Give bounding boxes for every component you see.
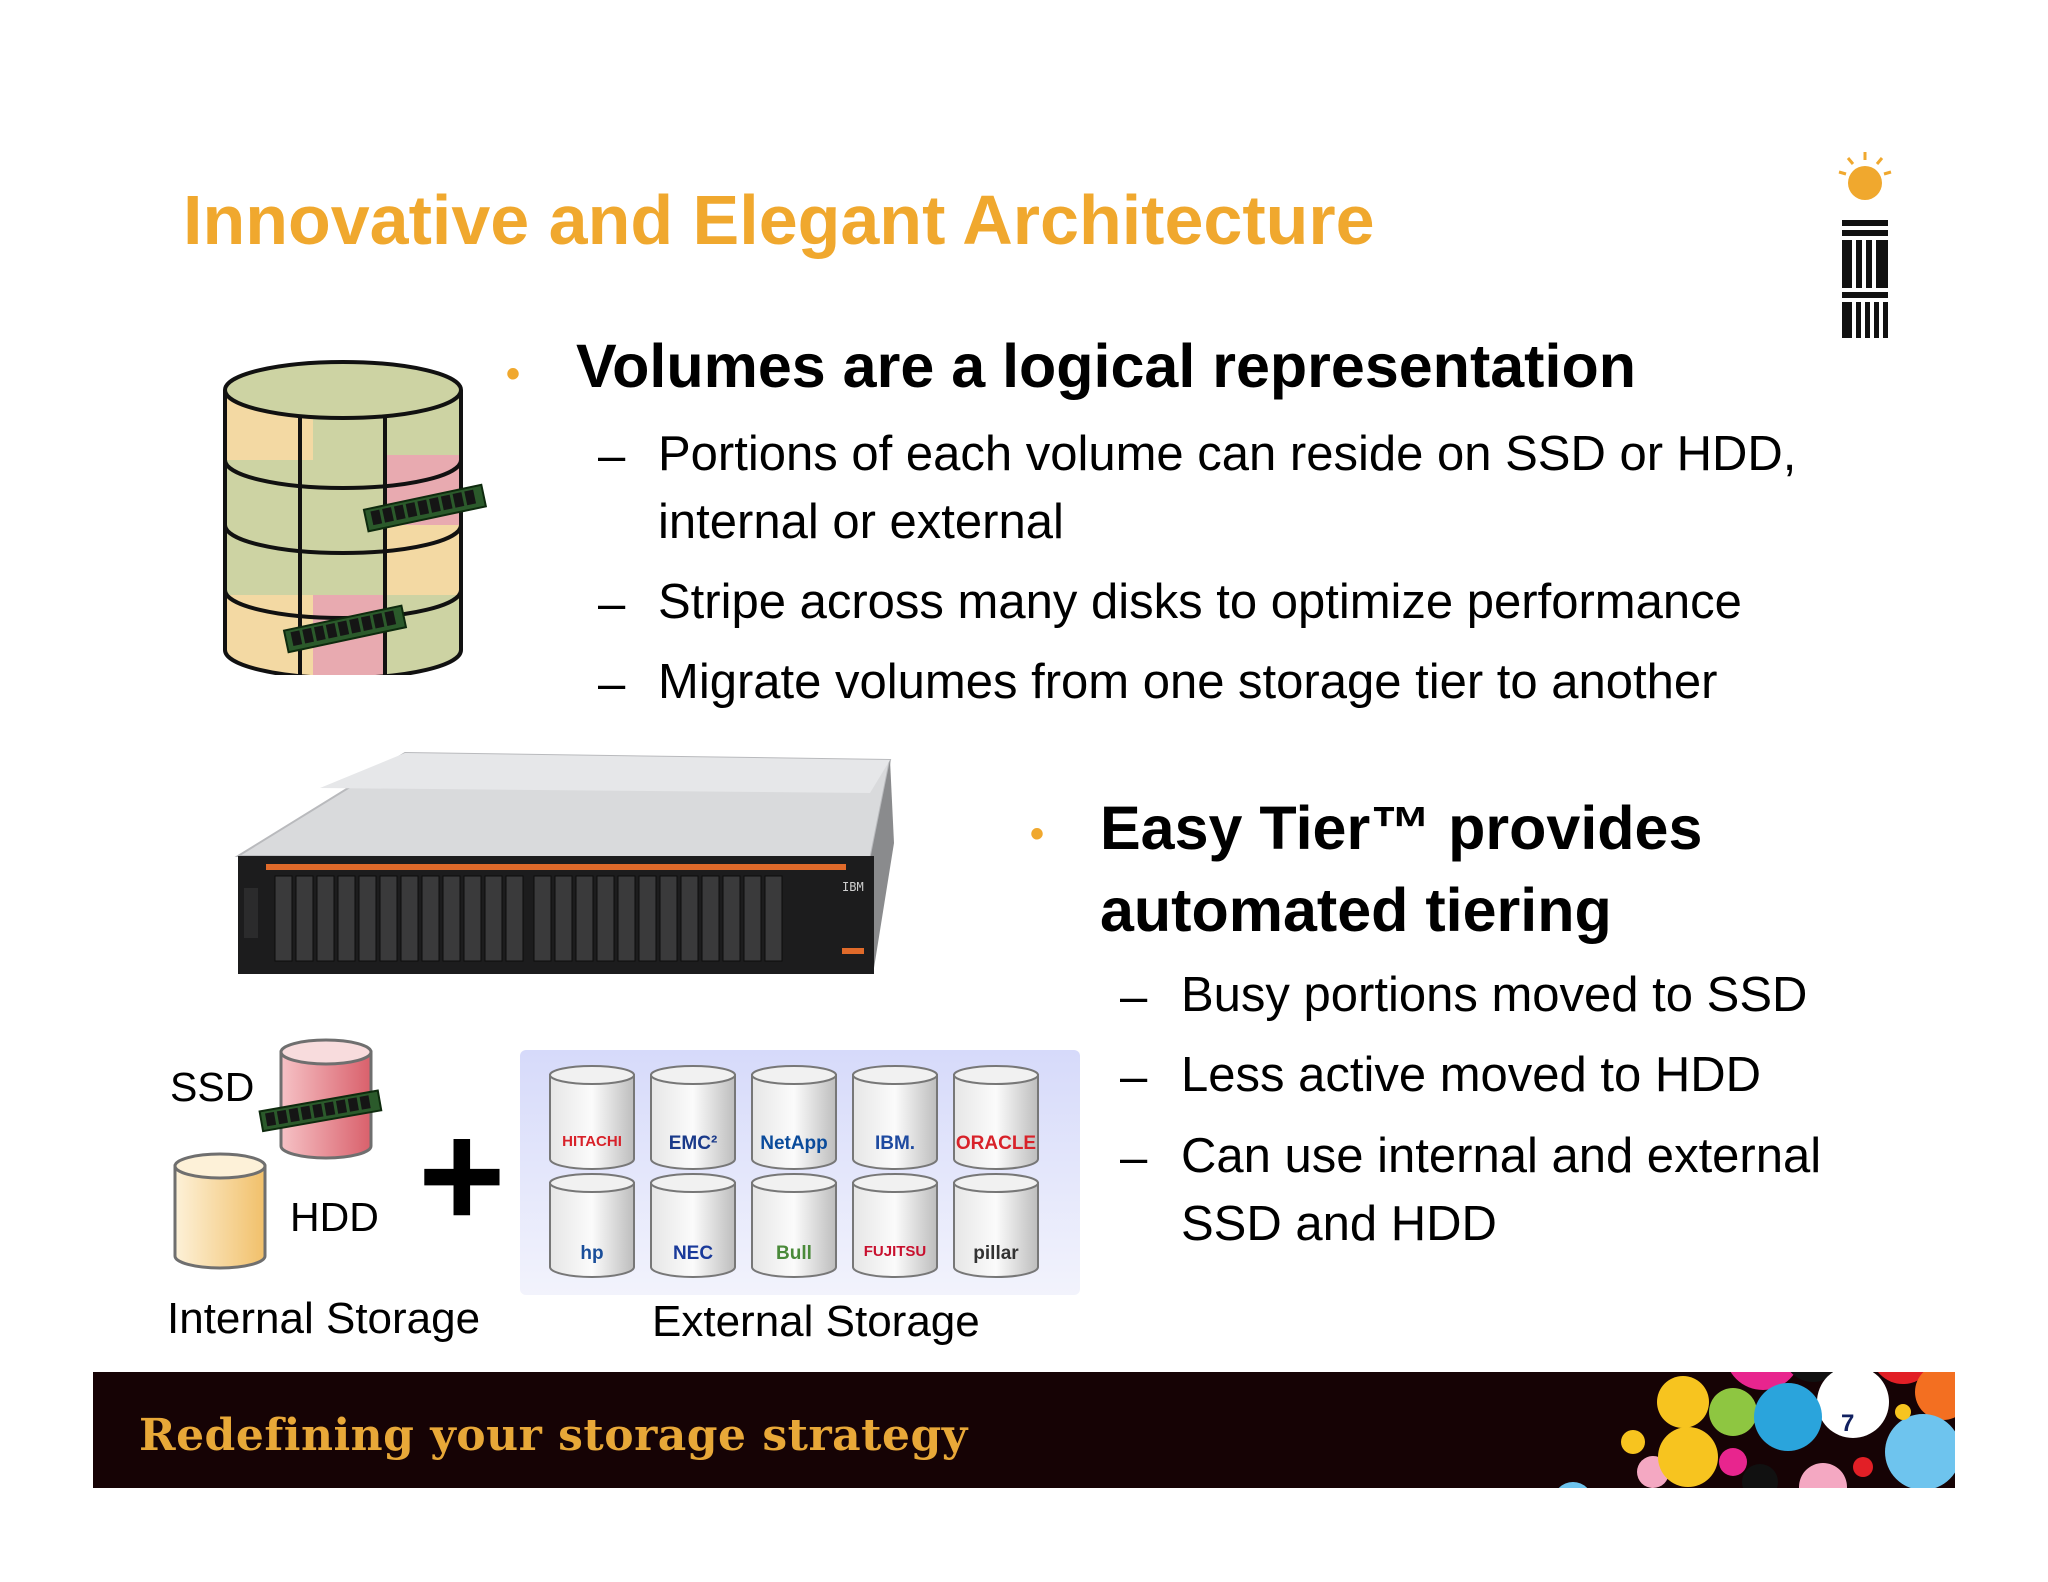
vendor-cylinder-icon xyxy=(953,1065,1039,1170)
storage-server-icon: IBM xyxy=(234,751,894,974)
vendor-cylinder: HITACHI xyxy=(548,1065,636,1171)
vendor-logo: Bull xyxy=(776,1243,812,1264)
sub-bullet: Stripe across many disks to optimize per… xyxy=(658,575,1742,629)
vendor-logo: FUJITSU xyxy=(863,1243,927,1260)
dash-glyph: – xyxy=(598,429,626,483)
sub-bullet: Migrate volumes from one storage tier to… xyxy=(658,655,1718,709)
vendor-logo: hp xyxy=(580,1243,604,1264)
vendor-logo: pillar xyxy=(973,1243,1019,1264)
footer-tagline: Redefining your storage strategy xyxy=(139,1410,968,1461)
ibm-logo-icon xyxy=(1838,152,1892,338)
vendor-logo: HITACHI xyxy=(562,1133,622,1150)
dash-glyph: – xyxy=(1120,1050,1148,1104)
hdd-cylinder-icon xyxy=(173,1152,267,1270)
vendor-cylinder-icon xyxy=(549,1065,635,1170)
sub-bullet: Less active moved to HDD xyxy=(1181,1048,1762,1102)
vendor-cylinder: EMC² xyxy=(649,1065,737,1171)
vendor-cylinder-icon xyxy=(650,1173,736,1278)
vendor-cylinder-icon xyxy=(953,1173,1039,1278)
vendor-cylinder-icon xyxy=(650,1065,736,1170)
dash-glyph: – xyxy=(598,657,626,711)
bullet-dot: • xyxy=(506,352,521,396)
vendor-cylinder: IBM. xyxy=(851,1065,939,1171)
dash-glyph: – xyxy=(598,577,626,631)
footer-bar: Redefining your storage strategy 7 xyxy=(93,1372,1955,1488)
sub-bullet: Can use internal and external SSD and HD… xyxy=(1181,1129,1822,1251)
sub-bullet: Busy portions moved to SSD xyxy=(1181,968,1808,1022)
vendor-logo: ORACLE xyxy=(955,1133,1037,1154)
sub-bullet: Portions of each volume can reside on SS… xyxy=(658,427,1797,549)
vendor-cylinder: NEC xyxy=(649,1173,737,1279)
dash-glyph: – xyxy=(1120,1131,1148,1185)
plus-sign: + xyxy=(418,1091,506,1259)
external-storage-label: External Storage xyxy=(652,1297,980,1346)
vendor-grid: HITACHI EMC² NetApp IBM. ORACLE hp NEC Bull FUJI… xyxy=(548,1065,1058,1290)
vendor-cylinder: ORACLE xyxy=(952,1065,1040,1171)
vendor-cylinder-icon xyxy=(852,1065,938,1170)
vendor-cylinder-icon xyxy=(852,1173,938,1278)
slide-title: Innovative and Elegant Architecture xyxy=(183,181,1375,259)
vendor-cylinder: hp xyxy=(548,1173,636,1279)
dash-glyph: – xyxy=(1120,970,1148,1024)
server-badge: IBM xyxy=(842,880,864,894)
page-number: 7 xyxy=(1841,1410,1855,1437)
decorative-dots-icon xyxy=(1558,1372,1955,1488)
vendor-cylinder: FUJITSU xyxy=(851,1173,939,1279)
ssd-label: SSD xyxy=(170,1064,255,1110)
vendor-cylinder-icon xyxy=(549,1173,635,1278)
bullet-heading: Volumes are a logical representation xyxy=(576,332,1636,400)
volume-cylinder-icon xyxy=(223,360,488,675)
vendor-logo: IBM. xyxy=(874,1133,916,1154)
vendor-cylinder-icon xyxy=(751,1065,837,1170)
vendor-logo: NEC xyxy=(672,1243,714,1264)
ssd-cylinder-icon xyxy=(258,1038,383,1160)
bullet-heading: Easy Tier™ provides automated tiering xyxy=(1100,794,1703,944)
vendor-cylinder: NetApp xyxy=(750,1065,838,1171)
vendor-cylinder: pillar xyxy=(952,1173,1040,1279)
bullet-dot: • xyxy=(1030,812,1045,856)
internal-storage-label: Internal Storage xyxy=(167,1294,481,1343)
hdd-label: HDD xyxy=(290,1194,379,1240)
vendor-logo: NetApp xyxy=(760,1133,828,1154)
vendor-cylinder-icon xyxy=(751,1173,837,1278)
vendor-logo: EMC² xyxy=(668,1133,718,1154)
vendor-cylinder: Bull xyxy=(750,1173,838,1279)
